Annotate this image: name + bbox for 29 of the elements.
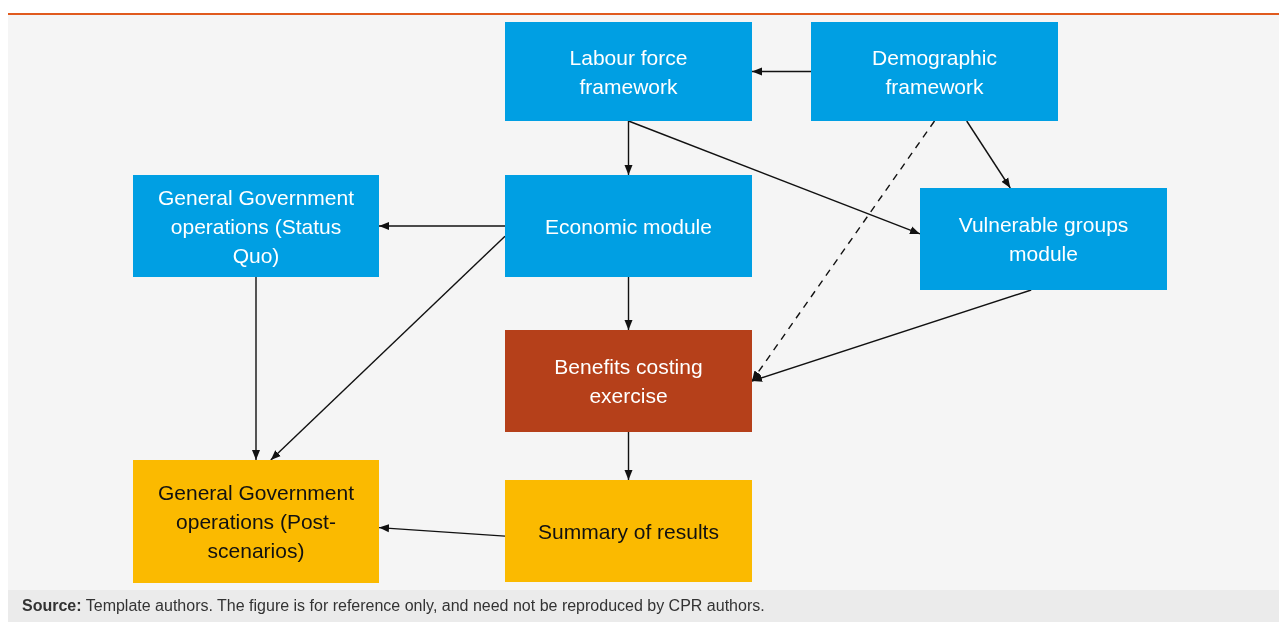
- arrow: [252, 276, 260, 461]
- arrow: [624, 431, 633, 481]
- box-label: Economic module: [545, 213, 712, 240]
- arrow: [270, 235, 506, 461]
- arrow: [627, 120, 921, 235]
- box-label: Labour force framework: [568, 44, 689, 100]
- process-box: [505, 330, 752, 432]
- arrow: [378, 524, 506, 537]
- box-label: Vulnerable groups module: [957, 212, 1130, 267]
- process-box: [811, 22, 1058, 121]
- arrow: [751, 67, 812, 76]
- process-box: [133, 460, 379, 583]
- arrow: [751, 120, 936, 382]
- box-label: General Government operations (Status Quo): [156, 184, 356, 269]
- process-box: [505, 22, 752, 121]
- box-label: General Government operations (Post-scenarios): [156, 480, 356, 564]
- box-label: Summary of results: [538, 518, 719, 545]
- process-box: [133, 175, 379, 277]
- process-box: [505, 480, 752, 582]
- source-note: Source: Template authors. The figure is for reference only, and need not be reproduced by CPR authors.: [22, 597, 765, 615]
- process-box: [505, 175, 752, 277]
- arrow: [378, 222, 506, 230]
- box-label: Benefits costing exercise: [553, 354, 704, 409]
- process-box: [920, 188, 1167, 290]
- arrow: [624, 120, 633, 176]
- arrow: [624, 276, 633, 331]
- arrow: [751, 289, 1032, 382]
- box-label: Demographic framework: [871, 44, 998, 100]
- arrow: [966, 120, 1011, 189]
